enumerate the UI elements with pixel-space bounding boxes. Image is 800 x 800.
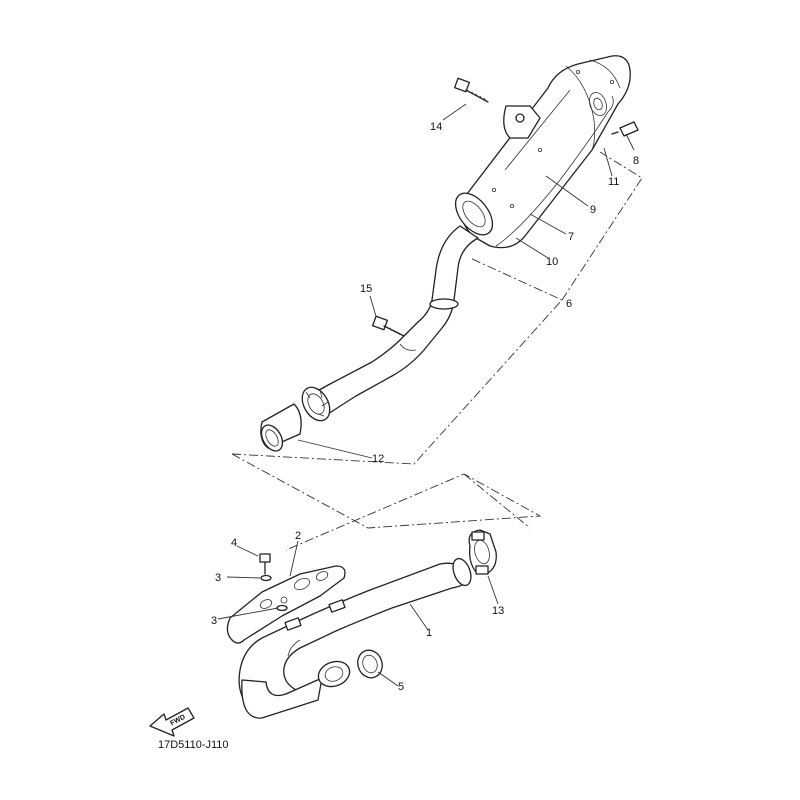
callout-7: 7 xyxy=(568,231,574,243)
callout-4: 4 xyxy=(231,537,237,549)
callout-8: 8 xyxy=(633,155,639,167)
clip-8[interactable] xyxy=(611,121,639,137)
muffler-pipe[interactable] xyxy=(303,225,479,419)
pipe-end-ring[interactable] xyxy=(297,382,336,425)
sleeve[interactable] xyxy=(257,403,302,455)
callout-labels: 1 2 3 3 4 5 6 7 8 9 10 11 12 13 14 15 xyxy=(211,121,639,693)
callout-14: 14 xyxy=(430,121,442,133)
bolt-4[interactable] xyxy=(259,553,271,575)
callout-13: 13 xyxy=(492,605,504,617)
callout-9: 9 xyxy=(590,204,596,216)
washer-3-lower[interactable] xyxy=(276,604,288,612)
callout-1: 1 xyxy=(426,627,432,639)
callout-6: 6 xyxy=(566,298,572,310)
washer-3-upper[interactable] xyxy=(260,574,272,582)
gasket-5[interactable] xyxy=(354,647,386,682)
bolt-14[interactable] xyxy=(454,77,489,103)
callout-3-lower: 3 xyxy=(211,615,217,627)
callout-10: 10 xyxy=(546,256,558,268)
callout-12: 12 xyxy=(372,453,384,465)
callout-3-upper: 3 xyxy=(215,572,221,584)
callout-5: 5 xyxy=(398,681,404,693)
muffler[interactable] xyxy=(448,55,631,249)
reference-lines xyxy=(231,151,643,551)
callout-2: 2 xyxy=(295,530,301,542)
callout-11: 11 xyxy=(608,176,619,188)
forward-arrow-icon: FWD xyxy=(149,707,195,737)
drawing-code: 17D5110-J110 xyxy=(158,739,229,751)
bolt-15[interactable] xyxy=(372,315,405,337)
exhaust-header-pipe[interactable] xyxy=(238,556,474,719)
clamp-13[interactable] xyxy=(468,529,497,575)
callout-15: 15 xyxy=(360,283,372,295)
leader-lines xyxy=(217,103,635,687)
heat-shield[interactable] xyxy=(226,565,346,644)
